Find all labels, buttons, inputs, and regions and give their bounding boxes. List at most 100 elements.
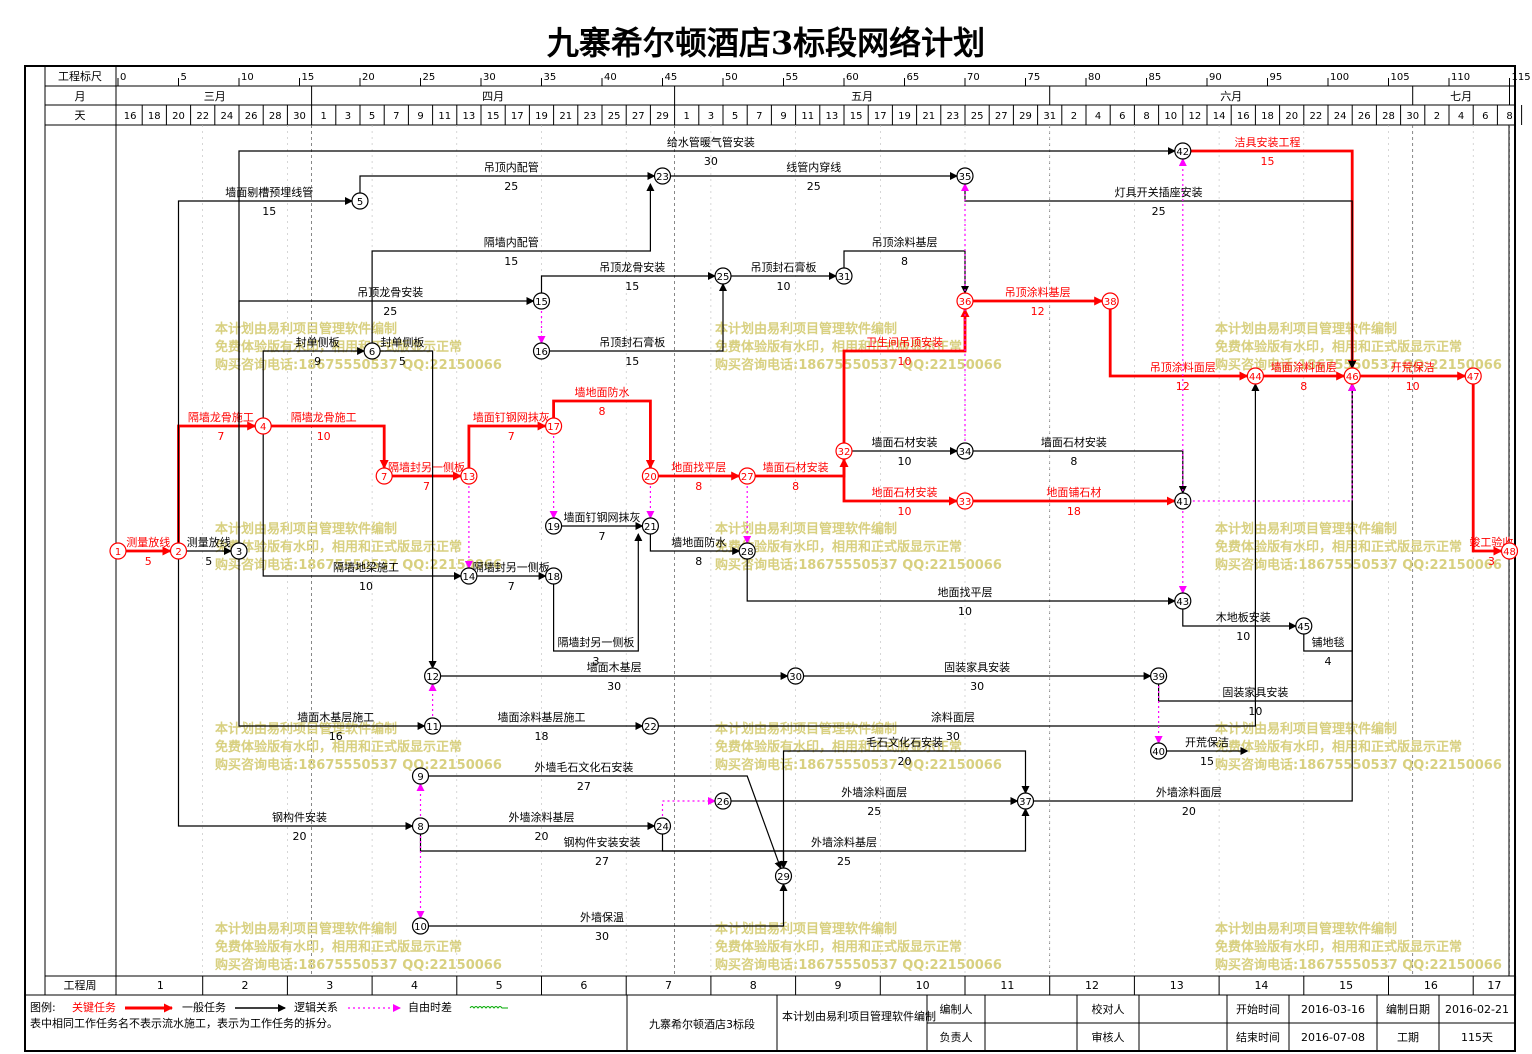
node-circle	[641, 467, 660, 485]
node-number: 22	[644, 722, 657, 733]
task-duration: 3	[592, 655, 599, 668]
scale-tick-label: 75	[1028, 72, 1041, 83]
node-number: 5	[357, 197, 363, 208]
task-duration: 5	[145, 555, 152, 568]
task-duration: 10	[898, 505, 912, 518]
end-value: 2016-07-08	[1301, 1031, 1365, 1044]
day-cell: 28	[269, 111, 282, 122]
week-cell: 5	[496, 979, 503, 992]
node-number: 16	[535, 347, 548, 358]
duration-value: 115天	[1461, 1031, 1493, 1044]
node-circle	[424, 717, 442, 735]
task-label: 洁具安装工程	[1235, 135, 1301, 149]
event-node-43: 43	[1174, 592, 1192, 610]
day-cell: 15	[487, 111, 500, 122]
node-number: 3	[236, 547, 242, 558]
day-cell: 23	[584, 111, 597, 122]
node-circle	[532, 292, 551, 310]
node-circle	[254, 417, 272, 435]
task-duration: 27	[595, 855, 609, 868]
task-label: 涂料面层	[931, 710, 975, 724]
scale-tick-label: 90	[1209, 72, 1222, 83]
event-node-23: 23	[653, 167, 672, 185]
watermark-text: 购买咨询电话:18675550537 QQ:22150066	[1215, 557, 1502, 573]
task-duration: 10	[359, 580, 373, 593]
watermark-text: 购买咨询电话:18675550537 QQ:22150066	[1215, 957, 1502, 973]
node-number: 34	[959, 447, 972, 458]
watermark-text: 本计划由易利项目管理软件编制	[1215, 721, 1397, 737]
watermark-text: 购买咨询电话:18675550537 QQ:22150066	[715, 757, 1002, 773]
task-duration: 5	[399, 355, 406, 368]
event-node-30: 30	[786, 667, 805, 685]
node-circle	[956, 292, 974, 310]
task-arrows[interactable]: 测量放线5隔墙龙骨施工7隔墙龙骨施工10隔墙封另一侧板7墙面钉钢网抹灰7墙地面防…	[118, 135, 1513, 943]
task-label: 墙面木基层	[587, 660, 642, 674]
task-label: 外墙保温	[580, 910, 624, 924]
event-node-28: 28	[738, 542, 756, 560]
day-cell: 8	[1506, 111, 1512, 122]
week-cell: 13	[1170, 979, 1184, 992]
node-number: 23	[656, 172, 669, 183]
watermark-text: 购买咨询电话:18675550537 QQ:22150066	[215, 957, 502, 973]
legend-logic-label: 逻辑关系	[294, 1000, 338, 1014]
task-duration: 8	[792, 480, 799, 493]
task-label: 竣工验收	[1469, 535, 1513, 549]
node-number: 18	[547, 572, 560, 583]
task-arrow	[843, 250, 969, 294]
node-circle	[714, 792, 732, 810]
scale-label: 工程标尺	[58, 69, 102, 83]
node-number: 27	[741, 472, 754, 483]
task-duration: 8	[1300, 380, 1307, 393]
node-number: 47	[1467, 372, 1480, 383]
scale-tick-label: 110	[1451, 72, 1470, 83]
scale-tick-label: 100	[1330, 72, 1349, 83]
day-label: 天	[75, 109, 86, 122]
watermark-text: 免费体验版有水印，相用和正式版显示正常	[215, 939, 462, 955]
month-cell: 五月	[851, 90, 873, 103]
event-node-25: 25	[714, 267, 732, 285]
task-duration: 10	[777, 280, 791, 293]
timescale-grid	[202, 125, 1510, 976]
task-arrow	[371, 183, 655, 351]
watermark-text: 本计划由易利项目管理软件编制	[215, 721, 397, 737]
task-arrow	[650, 383, 1260, 727]
node-number: 19	[547, 522, 560, 533]
watermark-text: 本计划由易利项目管理软件编制	[215, 521, 397, 537]
event-node-15: 15	[532, 292, 551, 310]
scale-tick-label: 95	[1270, 72, 1283, 83]
frame	[24, 65, 1516, 1052]
task-label: 隔墙龙骨施工	[291, 410, 357, 424]
node-circle	[1295, 617, 1313, 635]
event-node-2: 2	[169, 542, 188, 560]
task-arrow	[177, 551, 414, 830]
day-cell: 11	[438, 111, 451, 122]
watermark-text: 购买咨询电话:18675550537 QQ:22150066	[715, 357, 1002, 373]
task-duration: 12	[1031, 305, 1045, 318]
node-number: 24	[656, 822, 669, 833]
task-duration: 8	[901, 255, 908, 268]
task-label: 墙地面防水	[671, 535, 726, 549]
day-cell: 18	[1261, 111, 1274, 122]
event-node-9: 9	[411, 767, 430, 785]
node-number: 1	[115, 547, 121, 558]
task-duration: 15	[504, 255, 518, 268]
node-number: 6	[369, 347, 375, 358]
week-cell: 12	[1085, 979, 1099, 992]
task-label: 固装家具安装	[944, 660, 1010, 674]
day-cell: 28	[1382, 111, 1395, 122]
owner-label: 负责人	[940, 1030, 973, 1044]
day-cell: 20	[1285, 111, 1298, 122]
day-cell: 27	[995, 111, 1008, 122]
task-label: 外墙涂料基层	[811, 835, 877, 849]
task-duration: 30	[607, 680, 621, 693]
day-cell: 9	[780, 111, 786, 122]
task-label: 吊顶封石膏板	[599, 335, 665, 349]
start-label: 开始时间	[1236, 1002, 1280, 1016]
legend-normal-label: 一般任务	[182, 1001, 226, 1014]
event-node-19: 19	[544, 517, 563, 535]
node-circle	[351, 192, 369, 210]
node-number: 28	[741, 547, 754, 558]
task-label: 开荒保洁	[1185, 735, 1229, 749]
